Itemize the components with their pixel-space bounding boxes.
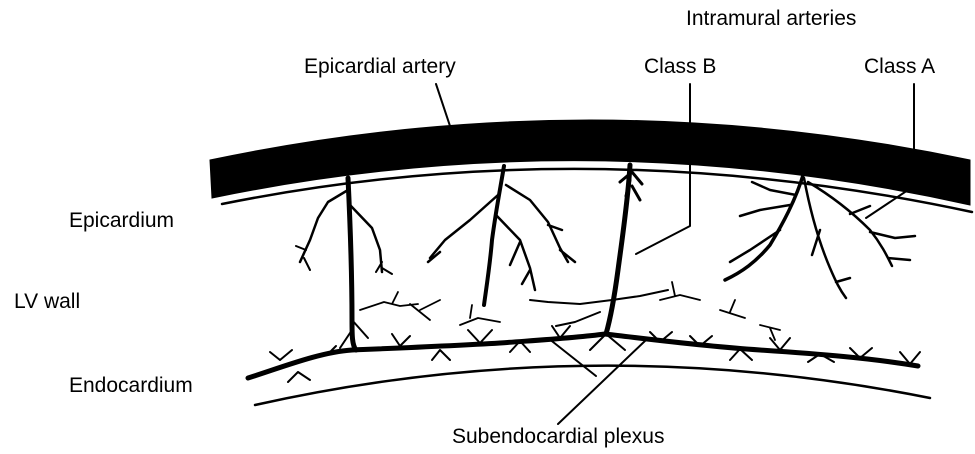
endocardium-line xyxy=(255,366,930,405)
vessel-branch xyxy=(428,185,575,290)
epicardial-artery-band xyxy=(210,120,970,205)
plexus-network xyxy=(360,282,780,340)
class-b-label: Class B xyxy=(644,56,716,77)
leader-epicardial-artery xyxy=(436,84,452,132)
epicardial-artery-label: Epicardial artery xyxy=(304,56,456,77)
leader-subendocardial-a xyxy=(548,338,596,376)
leader-subendocardial-b xyxy=(558,340,646,424)
intramural-arteries-label: Intramural arteries xyxy=(686,8,856,29)
vessel-branch xyxy=(350,205,382,272)
subendocardial-plexus-label: Subendocardial plexus xyxy=(452,426,664,447)
vessel-branch xyxy=(296,246,392,274)
epicardium-label: Epicardium xyxy=(69,210,174,231)
vessel-branch xyxy=(300,190,348,262)
class-a-label: Class A xyxy=(864,56,935,77)
lv-wall-label: LV wall xyxy=(14,291,80,312)
class-a-vessel xyxy=(484,166,504,305)
endocardium-label: Endocardium xyxy=(69,375,193,396)
